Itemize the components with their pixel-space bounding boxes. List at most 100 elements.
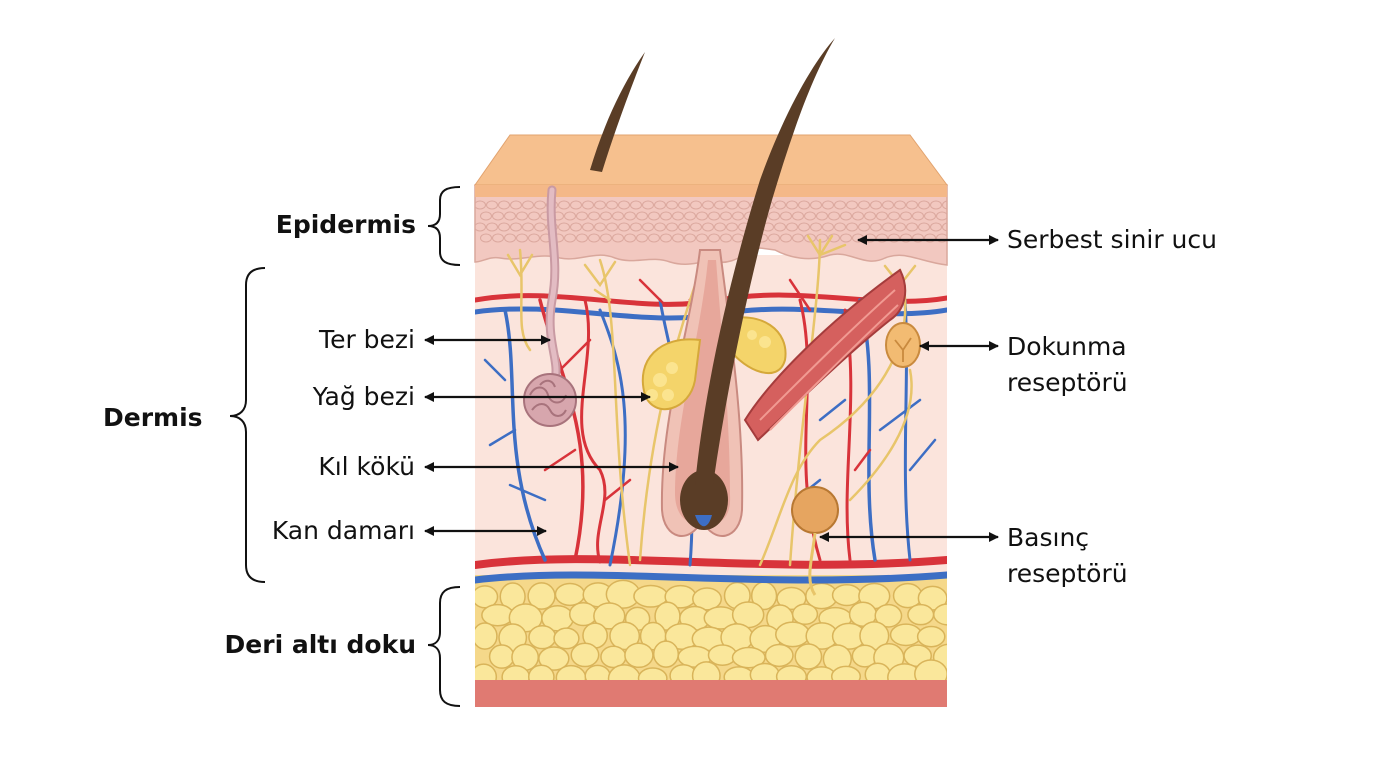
epidermis-cell xyxy=(720,211,732,221)
touch-receptor-label-line2: reseptörü xyxy=(1007,368,1128,397)
epidermis-cell xyxy=(576,211,588,221)
epidermis-cell xyxy=(792,211,804,221)
epidermis-cell xyxy=(618,222,630,232)
epidermis-cell xyxy=(696,233,708,243)
epidermis-cell xyxy=(678,200,690,210)
epidermis-cell xyxy=(534,222,546,232)
epidermis-cell xyxy=(816,211,828,221)
epidermis-cell xyxy=(900,211,912,221)
epidermis-cell xyxy=(564,233,576,243)
layer-braces xyxy=(229,186,461,707)
epidermis-cell xyxy=(606,200,618,210)
epidermis-cell xyxy=(636,211,648,221)
epidermis-cell xyxy=(864,211,876,221)
sebaceous-gland-label: Yağ bezi xyxy=(312,382,415,411)
epidermis-cell xyxy=(726,222,738,232)
epidermis-cell xyxy=(504,211,516,221)
pressure-receptor xyxy=(791,486,839,596)
epidermis-cell xyxy=(570,200,582,210)
epidermis-cell xyxy=(510,200,522,210)
epidermis-cell xyxy=(690,200,702,210)
epidermis-cell xyxy=(678,222,690,232)
epidermis-cell xyxy=(654,222,666,232)
epidermis-cell xyxy=(942,200,947,210)
pressure-receptor-label-line1: Basınç xyxy=(1007,523,1090,552)
epidermis-cell xyxy=(774,200,786,210)
fat-cell xyxy=(609,621,641,651)
epidermis-cell xyxy=(846,200,858,210)
epidermis-cell xyxy=(528,233,540,243)
epidermis-cell xyxy=(810,222,822,232)
epidermis-cell xyxy=(696,211,708,221)
epidermis-cell xyxy=(498,222,510,232)
epidermis-cell xyxy=(774,222,786,232)
fat-cell xyxy=(554,582,586,607)
epidermis-cell xyxy=(834,200,846,210)
hair-root-label: Kıl kökü xyxy=(318,452,415,481)
fat-cell xyxy=(475,585,499,609)
epidermis-cell xyxy=(822,200,834,210)
fat-cell xyxy=(889,623,923,647)
fat-cell xyxy=(831,584,862,607)
epidermis-cell xyxy=(594,200,606,210)
epidermis-cell xyxy=(834,222,846,232)
epidermis-cell xyxy=(888,211,900,221)
epidermis-cell xyxy=(882,222,894,232)
pressure-receptor-label-line2: reseptörü xyxy=(1007,559,1128,588)
epidermis-cell xyxy=(828,233,840,243)
epidermis-cell xyxy=(804,233,816,243)
epidermis-cell xyxy=(894,200,906,210)
epidermis-cell xyxy=(666,200,678,210)
epidermis-cell xyxy=(858,222,870,232)
label-arrows xyxy=(424,235,999,542)
epidermis-cell xyxy=(684,211,696,221)
touch-receptor-label-line1: Dokunma xyxy=(1007,332,1127,361)
epidermis-cell xyxy=(480,233,492,243)
epidermis-cell xyxy=(582,200,594,210)
fat-cell xyxy=(791,603,819,626)
skin-surface-edge xyxy=(475,185,947,197)
epidermis-cell xyxy=(918,222,930,232)
epidermis-cell xyxy=(516,233,528,243)
epidermis-cell xyxy=(636,233,648,243)
fat-cell xyxy=(775,621,811,648)
epidermis-cell xyxy=(516,211,528,221)
epidermis-cell xyxy=(732,211,744,221)
epidermis-cells xyxy=(475,200,947,243)
epidermis-cell xyxy=(840,211,852,221)
epidermis-cell xyxy=(648,211,660,221)
epidermis-cell xyxy=(870,222,882,232)
epidermis-cell xyxy=(828,211,840,221)
epidermis-cell xyxy=(786,200,798,210)
epidermis-cell xyxy=(690,222,702,232)
epidermis-cell xyxy=(558,200,570,210)
fat-cell xyxy=(475,622,498,650)
epidermis-cell xyxy=(786,222,798,232)
epidermis-cell xyxy=(720,233,732,243)
hair-follicle xyxy=(590,38,835,537)
epidermis-cell xyxy=(684,233,696,243)
epidermis-label: Epidermis xyxy=(275,210,416,239)
epidermis-cell xyxy=(930,222,942,232)
epidermis-cell xyxy=(564,211,576,221)
dermis-label: Dermis xyxy=(103,403,203,432)
epidermis-cell xyxy=(708,211,720,221)
epidermis-cell xyxy=(798,222,810,232)
sweat-gland-label: Ter bezi xyxy=(319,325,415,354)
fat-cell xyxy=(624,642,654,669)
epidermis-cell xyxy=(528,211,540,221)
fat-cell xyxy=(553,627,580,650)
epidermis-cell xyxy=(612,233,624,243)
epidermis-cell xyxy=(480,211,492,221)
epidermis-cell xyxy=(600,233,612,243)
blood-vessel-label: Kan damarı xyxy=(271,516,415,545)
epidermis-cell xyxy=(924,211,936,221)
fat-cell xyxy=(488,644,515,669)
epidermis-cell xyxy=(840,233,852,243)
epidermis-cell xyxy=(588,211,600,221)
epidermis-cell xyxy=(846,222,858,232)
epidermis-cell xyxy=(630,222,642,232)
epidermis-cell xyxy=(504,233,516,243)
skin-surface xyxy=(474,134,948,186)
epidermis-cell xyxy=(870,200,882,210)
